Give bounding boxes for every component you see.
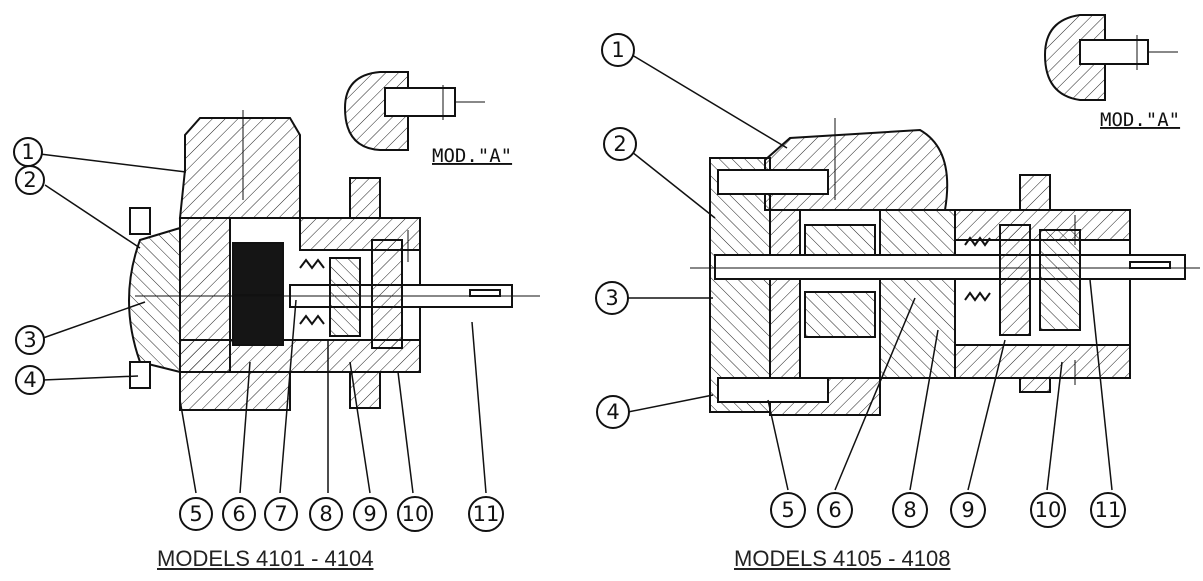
svg-text:4: 4 [606,400,619,424]
svg-text:9: 9 [961,498,974,522]
svg-text:3: 3 [23,328,36,352]
balloon-right-11: 11 [1090,492,1126,528]
balloon-right-2: 2 [603,127,637,161]
balloon-left-2: 2 [15,165,45,195]
balloon-right-6: 6 [817,492,853,528]
left-model-caption: MODELS 4101 - 4104 [157,546,374,571]
svg-text:3: 3 [605,286,618,310]
balloon-right-8: 8 [892,492,928,528]
svg-text:11: 11 [1095,498,1122,522]
svg-text:11: 11 [473,502,500,526]
svg-text:2: 2 [23,168,36,192]
svg-text:1: 1 [21,140,34,164]
balloon-right-9: 9 [950,492,986,528]
balloon-left-11: 11 [468,496,504,532]
right-leader-lines [627,54,1113,491]
left-mod-a-label: MOD."A" [432,145,512,167]
balloon-left-5: 5 [179,497,213,531]
svg-text:8: 8 [903,498,916,522]
svg-text:6: 6 [232,502,245,526]
svg-text:6: 6 [828,498,841,522]
left-pump-drawing [128,110,540,411]
balloon-left-3: 3 [15,325,45,355]
balloon-right-10: 10 [1030,492,1066,528]
left-balloons: 1 2 3 4 5 6 7 8 9 10 11 [13,137,504,532]
svg-text:4: 4 [23,368,36,392]
svg-text:8: 8 [319,502,332,526]
balloon-left-6: 6 [222,497,256,531]
balloon-left-4: 4 [15,365,45,395]
svg-text:1: 1 [611,38,624,62]
right-pump-drawing [690,118,1200,416]
svg-text:5: 5 [781,498,794,522]
right-mod-a-label: MOD."A" [1100,109,1180,131]
svg-text:10: 10 [402,502,429,526]
balloon-left-9: 9 [353,497,387,531]
balloon-left-1: 1 [13,137,43,167]
svg-text:5: 5 [189,502,202,526]
svg-text:7: 7 [274,502,287,526]
balloon-left-8: 8 [309,497,343,531]
left-mod-a-detail [343,71,485,151]
balloon-left-10: 10 [397,496,433,532]
balloon-left-7: 7 [264,497,298,531]
balloon-right-3: 3 [595,281,629,315]
balloon-right-5: 5 [770,492,806,528]
svg-text:10: 10 [1035,498,1062,522]
balloon-right-4: 4 [596,395,630,429]
left-leader-lines [39,153,487,494]
right-mod-a-detail [1043,14,1178,101]
svg-text:2: 2 [613,132,626,156]
right-model-caption: MODELS 4105 - 4108 [734,546,951,571]
svg-text:9: 9 [363,502,376,526]
balloon-right-1: 1 [601,33,635,67]
right-balloons: 1 2 3 4 5 6 8 9 10 11 [595,33,1126,528]
